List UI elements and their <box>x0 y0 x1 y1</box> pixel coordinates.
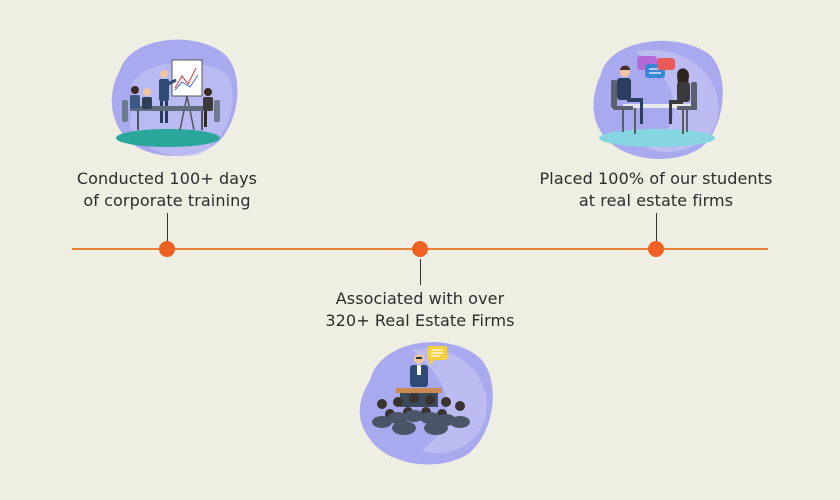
connector-3 <box>656 213 657 241</box>
caption-line-1: Placed 100% of our students <box>539 169 773 188</box>
caption-line-1: Conducted 100+ days <box>76 169 258 188</box>
milestone-dot-2 <box>412 241 428 257</box>
connector-2 <box>420 259 421 285</box>
caption-line-2: at real estate firms <box>578 191 734 210</box>
milestone-dot-3 <box>648 241 664 257</box>
caption-line-2: of corporate training <box>83 191 251 210</box>
caption-line-2: 320+ Real Estate Firms <box>325 311 515 330</box>
milestone-caption-3: Placed 100% of our students at real esta… <box>525 168 787 212</box>
presentation-audience-illustration <box>359 342 493 465</box>
interview-meeting-illustration <box>593 40 723 159</box>
milestone-caption-2: Associated with over 320+ Real Estate Fi… <box>300 288 540 332</box>
milestone-dot-1 <box>159 241 175 257</box>
corporate-training-illustration <box>111 39 238 157</box>
milestone-caption-1: Conducted 100+ days of corporate trainin… <box>62 168 272 212</box>
caption-line-1: Associated with over <box>335 289 505 308</box>
connector-1 <box>167 213 168 241</box>
